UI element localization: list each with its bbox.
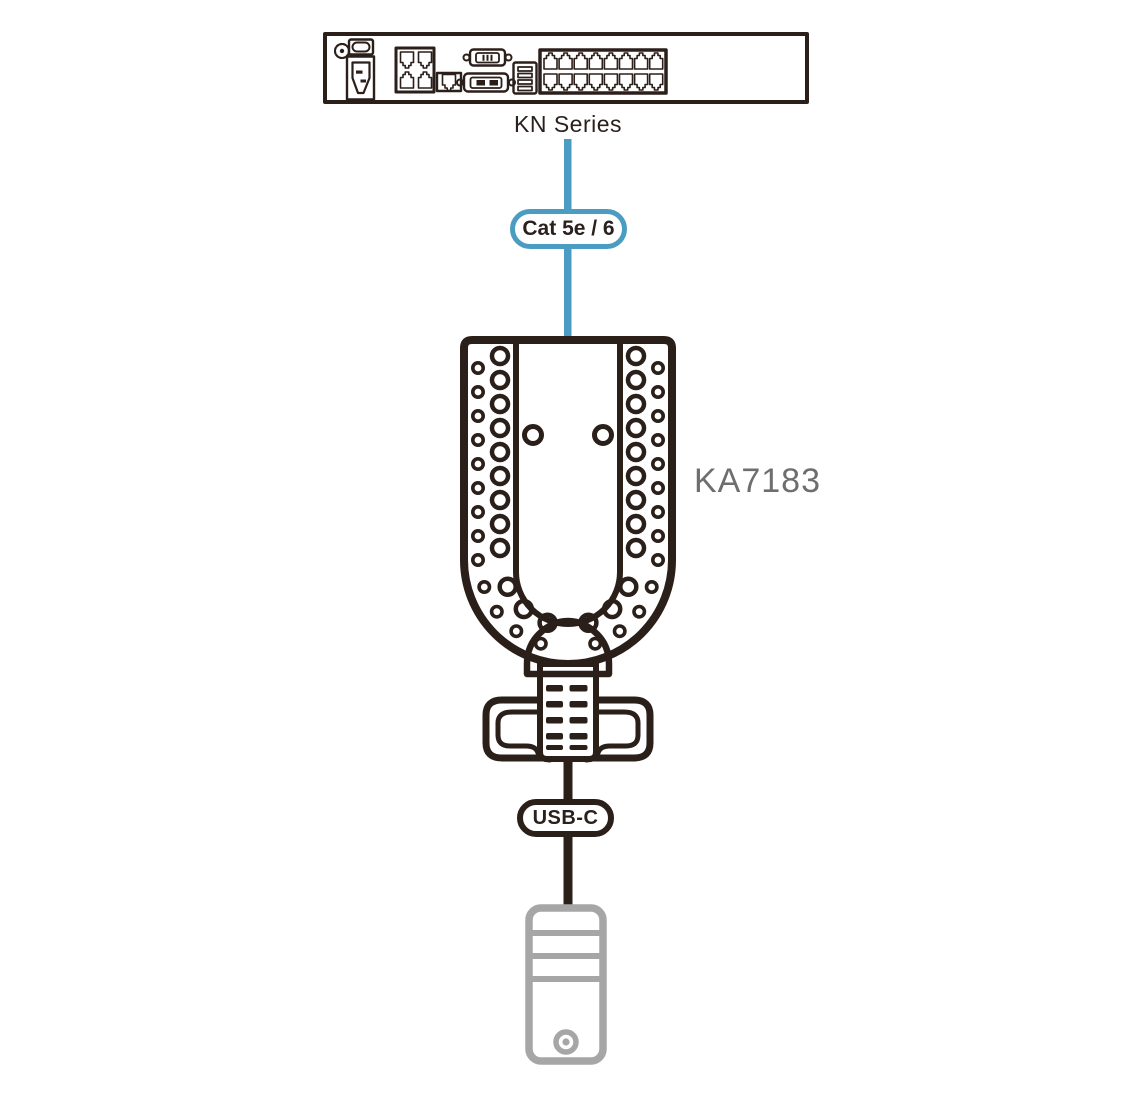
computer-tower-icon	[525, 904, 607, 1065]
device-label: KN Series	[513, 111, 623, 137]
strain-relief-boot	[523, 617, 613, 678]
ac-inlet-icon	[345, 55, 376, 101]
console-port-bottom-icon	[456, 72, 516, 93]
vent-holes	[470, 345, 665, 651]
tower-body	[525, 904, 607, 1065]
neck-ribs	[546, 685, 588, 750]
kvm-port-block-icon	[538, 48, 668, 95]
single-lan-port-icon	[435, 71, 463, 93]
screw-hole-right	[592, 424, 614, 446]
screw-hole-left	[522, 424, 544, 446]
power-button-icon	[553, 1029, 579, 1055]
lan-ports-icon	[394, 46, 436, 94]
adapter-model-label: KA7183	[694, 462, 821, 500]
kn-rear-panel-icon	[323, 32, 809, 104]
usb-cable-badge: USB-C	[517, 799, 614, 837]
cat-cable-badge: Cat 5e / 6	[510, 209, 627, 249]
adapter-neck	[537, 661, 599, 762]
power-switch-icon	[347, 38, 375, 56]
usb-ports-icon	[512, 61, 538, 95]
panel-outline	[323, 32, 809, 104]
adapter-inner-panel	[513, 337, 623, 627]
console-port-top-icon	[462, 48, 513, 67]
